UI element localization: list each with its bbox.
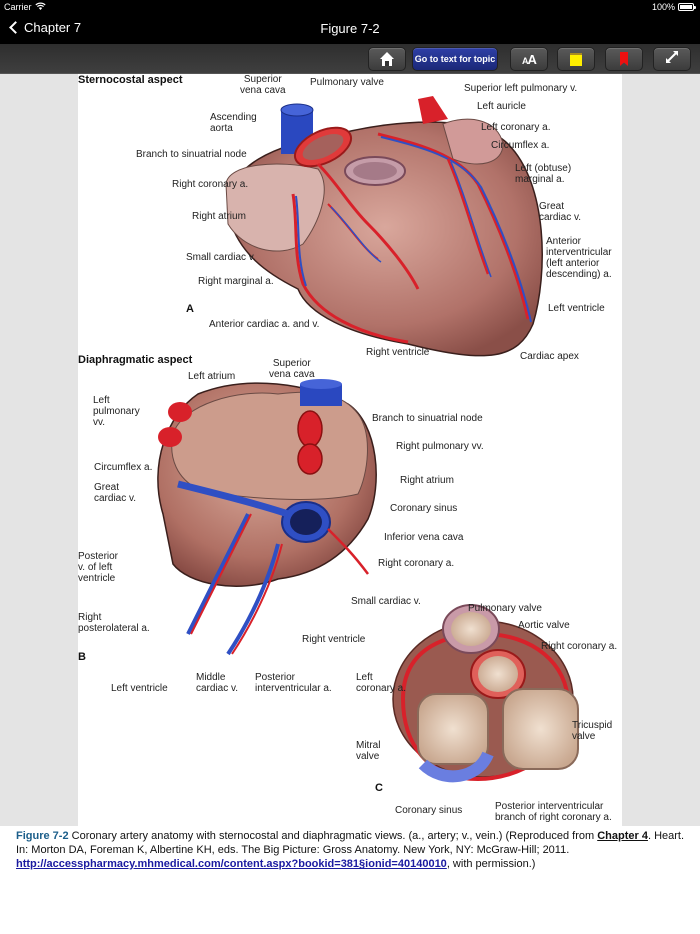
expand-icon: [664, 49, 680, 70]
label-middle-cardiac: Middle cardiac v.: [196, 672, 239, 694]
label-left-coronary-c: Left coronary a.: [356, 672, 407, 694]
chapter-link[interactable]: Chapter 4: [597, 830, 648, 842]
panel-letter-c: C: [375, 782, 383, 794]
sternocostal-heading: Sternocostal aspect: [78, 74, 183, 86]
label-coronary-sinus-c: Coronary sinus: [395, 805, 463, 816]
home-button[interactable]: [368, 47, 406, 71]
label-svc-a: Superior vena cava: [240, 74, 286, 96]
bookmark-button[interactable]: [605, 47, 643, 71]
label-left-ventricle-b: Left ventricle: [111, 683, 168, 694]
heart-illustration: [157, 96, 579, 783]
panel-letter-b: B: [78, 651, 86, 663]
label-posterior-iv: Posterior interventricular a.: [255, 672, 332, 694]
source-url-link[interactable]: http://accesspharmacy.mhmedical.com/cont…: [16, 858, 447, 870]
label-left-auricle: Left auricle: [477, 101, 526, 112]
label-great-cardiac-b: Great cardiac v.: [94, 482, 137, 504]
label-pulmonary-valve-c: Pulmonary valve: [468, 603, 542, 614]
status-bar: Carrier 100%: [0, 0, 700, 15]
label-right-posterolateral: Right posterolateral a.: [78, 612, 150, 634]
label-left-ventricle-a: Left ventricle: [548, 303, 605, 314]
back-button-label: Chapter 7: [24, 20, 82, 35]
label-circumflex-a: Circumflex a.: [491, 140, 550, 151]
label-cardiac-apex: Cardiac apex: [520, 351, 579, 362]
diaphragmatic-heading: Diaphragmatic aspect: [78, 354, 193, 366]
label-ascending-aorta: Ascending aorta: [210, 112, 257, 134]
label-right-atrium-a: Right atrium: [192, 211, 246, 222]
battery-icon: [678, 3, 696, 11]
label-right-coronary-b: Right coronary a.: [378, 558, 455, 569]
back-button[interactable]: Chapter 7: [8, 20, 81, 35]
label-tricuspid: Tricuspid valve: [572, 720, 613, 742]
label-circumflex-b: Circumflex a.: [94, 462, 153, 473]
caption-figure-id: Figure 7-2: [16, 830, 69, 842]
sticky-note-icon: [570, 52, 582, 66]
navigation-bar: Chapter 7 Figure 7-2: [0, 15, 700, 44]
label-anterior-iv: Anterior interventricular (left anterior…: [546, 236, 612, 280]
label-ivc: Inferior vena cava: [384, 532, 464, 543]
label-left-atrium-b: Left atrium: [188, 371, 236, 382]
label-sa-node-b: Branch to sinuatrial node: [372, 413, 483, 424]
bookmark-icon: [620, 52, 628, 66]
label-small-cardiac-a: Small cardiac v.: [186, 252, 256, 263]
label-svc-b: Superior vena cava: [269, 358, 315, 380]
label-sa-node-a: Branch to sinuatrial node: [136, 149, 247, 160]
caption-text-3: , with permission.): [446, 858, 536, 870]
caption-text-2: . Heart. In: Morton DA, Foreman K, Alber…: [16, 830, 685, 856]
toolbar: Go to text for topic AA: [0, 44, 700, 74]
figure-image[interactable]: Sternocostal aspect Superior vena cava P…: [78, 74, 622, 826]
label-small-cardiac-b: Small cardiac v.: [351, 596, 421, 607]
caption-text-1: Coronary artery anatomy with sternocosta…: [68, 830, 598, 842]
expand-button[interactable]: [653, 47, 691, 71]
label-right-ventricle-a: Right ventricle: [366, 347, 430, 358]
label-left-pulm-vv: Left pulmonary vv.: [93, 395, 140, 428]
label-great-cardiac-a: Great cardiac v.: [539, 201, 582, 223]
font-size-icon: AA: [522, 51, 537, 67]
label-left-obtuse: Left (obtuse) marginal a.: [515, 163, 572, 185]
figure-caption: Figure 7-2 Coronary artery anatomy with …: [16, 829, 688, 871]
label-right-ventricle-b: Right ventricle: [302, 634, 366, 645]
label-anterior-cardiac: Anterior cardiac a. and v.: [209, 319, 320, 330]
label-right-coronary-a: Right coronary a.: [172, 179, 249, 190]
home-icon: [380, 52, 394, 66]
note-button[interactable]: [557, 47, 595, 71]
go-to-text-button[interactable]: Go to text for topic: [412, 47, 498, 71]
label-sup-left-pulm: Superior left pulmonary v.: [464, 83, 578, 94]
label-pulmonary-valve-a: Pulmonary valve: [310, 77, 384, 88]
label-coronary-sinus-b: Coronary sinus: [390, 503, 458, 514]
label-mitral: Mitral valve: [356, 740, 381, 762]
panel-letter-a: A: [186, 303, 194, 315]
label-right-atrium-b: Right atrium: [400, 475, 454, 486]
page-title: Figure 7-2: [320, 21, 380, 36]
label-left-coronary-a: Left coronary a.: [481, 122, 551, 133]
font-size-button[interactable]: AA: [510, 47, 548, 71]
label-right-coronary-c: Right coronary a.: [541, 641, 618, 652]
wifi-icon: [34, 2, 46, 12]
label-posterior-iv-branch: Posterior interventricular branch of rig…: [495, 801, 612, 823]
label-right-marginal: Right marginal a.: [198, 276, 274, 287]
label-aortic-valve: Aortic valve: [518, 620, 570, 631]
battery-percent: 100%: [651, 2, 675, 12]
carrier-label: Carrier: [4, 2, 32, 12]
label-right-pulm-vv: Right pulmonary vv.: [396, 441, 484, 452]
label-posterior-v-lv: Posterior v. of left ventricle: [78, 551, 119, 584]
